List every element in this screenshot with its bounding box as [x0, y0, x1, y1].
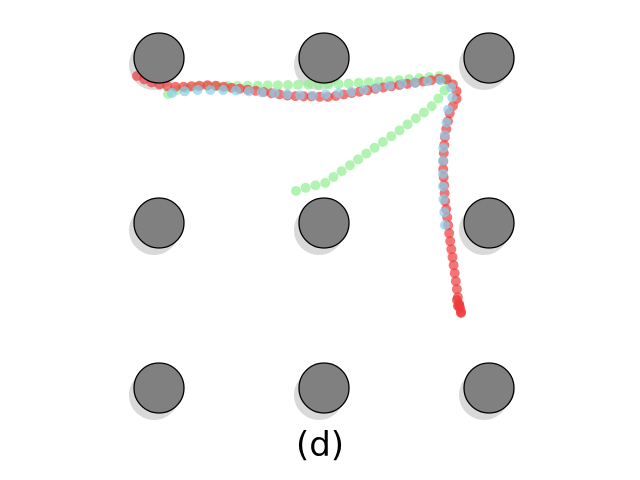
- trajectory-point: [300, 182, 311, 193]
- node-n22: [463, 362, 515, 414]
- node-n20: [133, 362, 185, 414]
- node-n10: [133, 197, 185, 249]
- trajectory-point: [205, 85, 216, 95]
- trajectory-point: [444, 228, 455, 239]
- trajectory-point: [438, 194, 449, 205]
- trajectory-point: [231, 85, 241, 96]
- trajectory-point: [328, 172, 339, 182]
- node-n12: [463, 197, 515, 249]
- trajectory-point: [218, 85, 229, 95]
- trajectory-point: [410, 113, 421, 124]
- trajectory-point: [438, 168, 448, 179]
- trajectory-point: [447, 252, 458, 263]
- trajectory-point: [402, 119, 413, 130]
- trajectory-point: [384, 80, 395, 91]
- trajectory-point: [361, 148, 372, 159]
- trajectory-point: [371, 82, 382, 93]
- trajectory-point: [446, 82, 456, 93]
- trajectory-blue: [167, 75, 458, 230]
- trajectory-point: [440, 220, 450, 230]
- trajectory-point: [426, 101, 437, 112]
- trajectory-point: [438, 143, 449, 153]
- node-n00: [133, 32, 185, 84]
- trajectory-point: [293, 79, 304, 90]
- trajectory-point: [397, 78, 407, 89]
- trajectory-point: [369, 142, 380, 153]
- trajectory-point: [438, 155, 448, 166]
- trajectory-point: [303, 79, 314, 90]
- trajectory-point: [446, 244, 457, 255]
- trajectory-point: [445, 236, 456, 247]
- trajectory-point: [353, 154, 364, 165]
- trajectory-point: [358, 84, 369, 95]
- trajectory-point: [192, 85, 203, 95]
- trajectory-point: [422, 76, 433, 87]
- trajectory-point: [433, 93, 444, 104]
- node-n11: [298, 197, 350, 249]
- trajectory-point: [447, 92, 458, 103]
- trajectory-point: [243, 86, 254, 97]
- trajectory-point: [394, 125, 405, 136]
- trajectory-point: [346, 86, 357, 97]
- trajectory-point: [291, 186, 301, 196]
- trajectory-point: [418, 107, 429, 118]
- trajectory-point: [449, 268, 460, 279]
- trajectory-point: [439, 130, 450, 141]
- panel-label: (d): [295, 425, 345, 465]
- trajectory-red-end: [452, 295, 466, 317]
- trajectory-point: [353, 77, 364, 88]
- trajectory-point: [336, 166, 347, 177]
- trajectory-point: [450, 276, 461, 287]
- node-n02: [463, 32, 515, 84]
- trajectory-point: [269, 88, 280, 99]
- node-layer: [133, 32, 515, 414]
- trajectory-point: [333, 79, 344, 89]
- trajectory-point: [333, 88, 344, 99]
- node-n21: [298, 362, 350, 414]
- trajectory-point: [320, 89, 331, 100]
- trajectory-point: [386, 131, 397, 142]
- trajectory-point: [320, 177, 331, 188]
- trajectory-point: [282, 89, 293, 100]
- trajectory-point: [283, 80, 293, 90]
- trajectory-point: [435, 75, 446, 86]
- trajectory-point: [448, 260, 459, 271]
- trajectory-point: [307, 90, 318, 101]
- trajectory-point: [438, 181, 448, 192]
- trajectory-point: [443, 104, 454, 115]
- trajectory-point: [453, 301, 463, 311]
- trajectory-point: [179, 86, 190, 97]
- node-n01: [298, 32, 350, 84]
- trajectory-point: [377, 137, 388, 147]
- trajectory-point: [167, 88, 177, 98]
- trajectory-point: [344, 160, 355, 171]
- trajectory-point: [343, 78, 354, 89]
- trajectory-point: [310, 180, 321, 191]
- trajectory-point: [451, 284, 462, 295]
- trajectory-point: [409, 77, 420, 88]
- trajectory-point: [295, 90, 306, 101]
- trajectory-point: [272, 80, 283, 91]
- trajectory-point: [439, 207, 450, 218]
- trajectory-point: [363, 77, 374, 88]
- trajectory-point: [441, 117, 452, 128]
- trajectory-point: [256, 87, 267, 98]
